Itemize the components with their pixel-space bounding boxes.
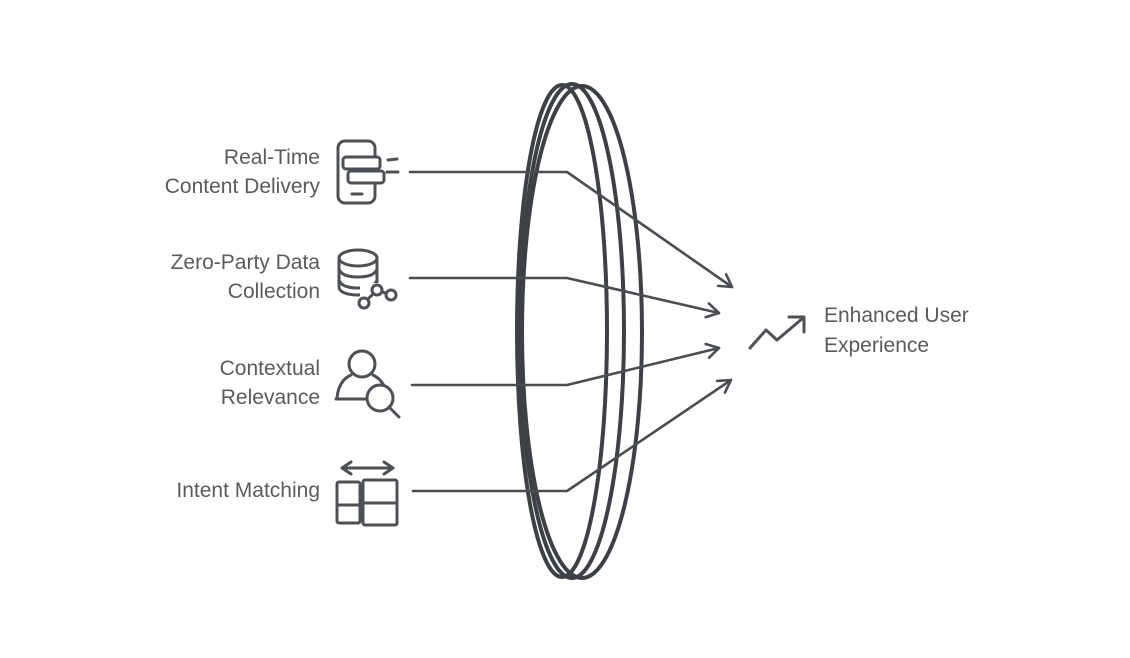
input-label-contextual-relevance: Contextual Relevance [220,354,320,412]
label-line: Real-Time [223,146,320,169]
label-line: Zero-Party Data [170,251,320,274]
connector-arrow-3 [410,342,721,387]
lens-shape [515,82,644,580]
input-label-zero-party-data-collection: Zero-Party Data Collection [171,248,320,306]
connector-arrow-1 [408,170,734,289]
label-line: Enhanced User [824,304,969,327]
user-search-icon [334,349,401,419]
connector-arrows [408,170,734,493]
label-line: Content Delivery [164,175,320,198]
input-label-intent-matching: Intent Matching [176,476,320,505]
database-network-icon [337,248,401,313]
label-line: Intent Matching [176,479,320,502]
label-line: Experience [824,334,930,357]
connector-arrow-4 [411,378,733,493]
output-label-enhanced-user-experience: Enhanced User Experience [824,301,969,361]
trend-up-icon [748,315,806,350]
label-line: Collection [227,280,320,303]
mobile-content-icon [336,139,400,205]
label-line: Relevance [220,386,320,409]
layout-resize-icon [335,460,399,527]
input-label-real-time-content-delivery: Real-Time Content Delivery [165,143,320,201]
label-line: Contextual [219,357,320,380]
connector-arrow-2 [408,276,721,319]
